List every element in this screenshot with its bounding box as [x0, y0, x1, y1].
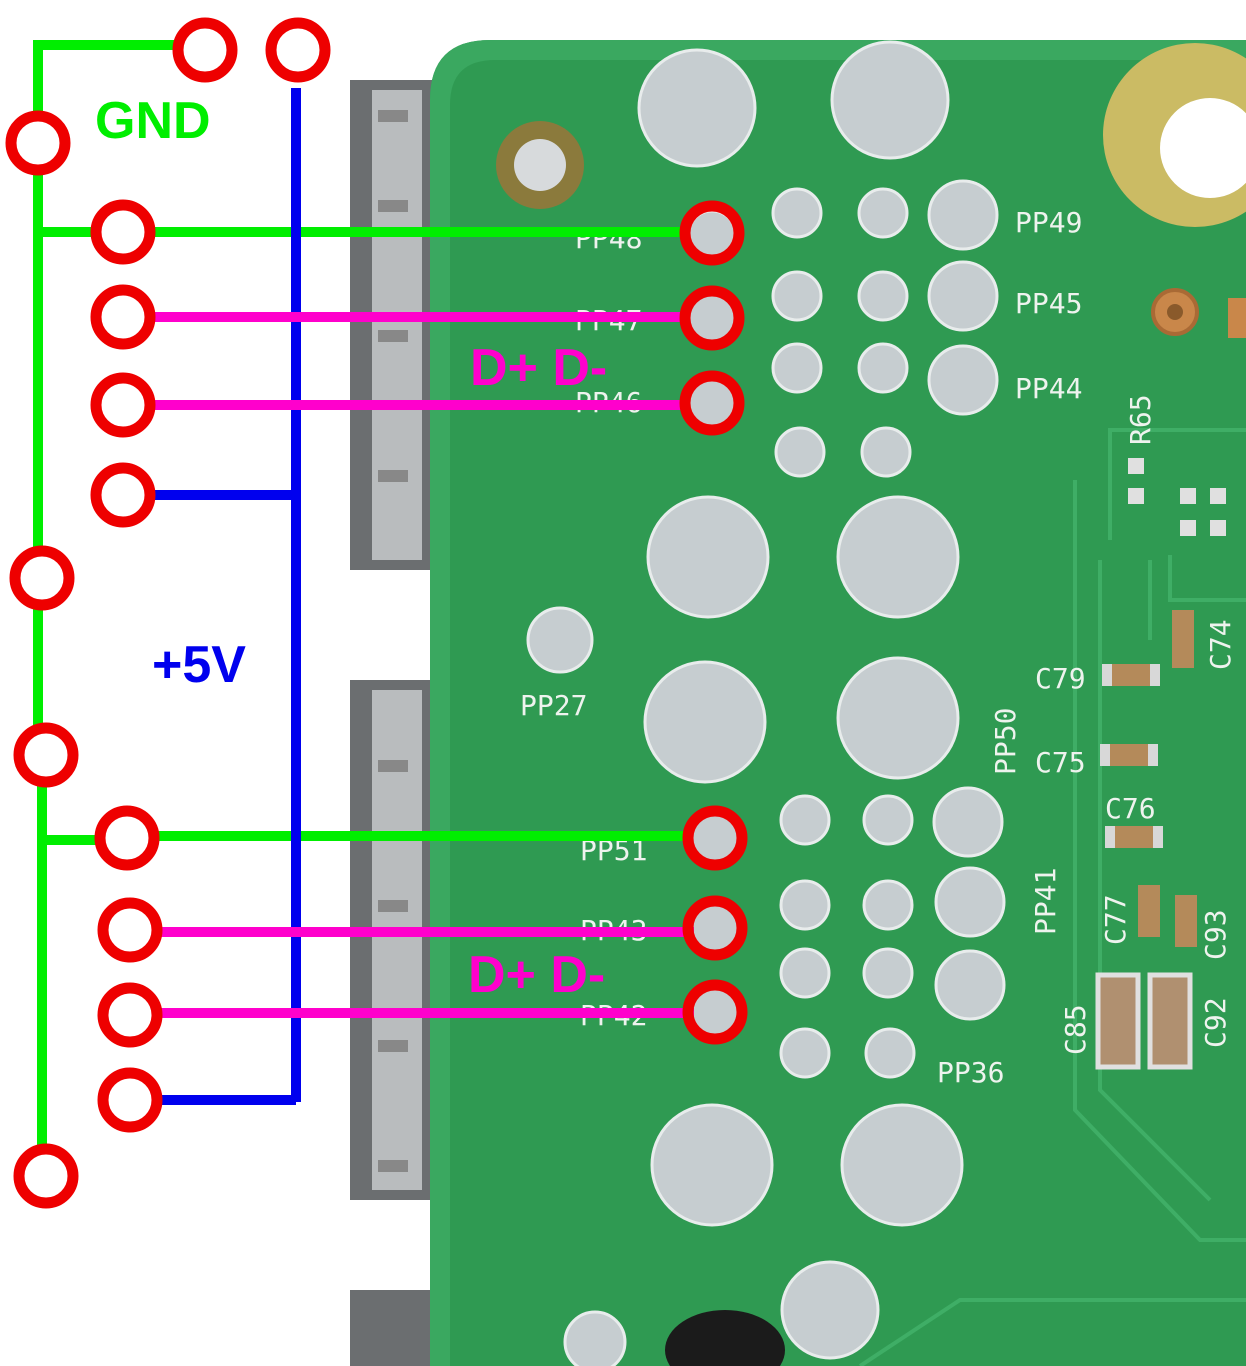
large-through-hole-pads [563, 40, 964, 1366]
header-pin-dplus-lower [97, 897, 163, 963]
pad-ring-pp47 [679, 285, 745, 351]
silk-pp36: PP36 [937, 1056, 1004, 1089]
silk-pp49: PP49 [1015, 206, 1082, 239]
data-pair-label-lower: D+ D- [468, 946, 605, 1004]
data-pair-label-upper: D+ D- [470, 339, 607, 397]
silk-pp48: PP48 [575, 222, 642, 255]
silk-r65: R65 [1124, 394, 1157, 445]
silk-c75: C75 [1035, 746, 1086, 779]
silk-pp27: PP27 [520, 689, 587, 722]
header-pin-gnd-upper [90, 199, 156, 265]
gnd-node-1 [5, 110, 71, 176]
pcb-traces [858, 428, 1246, 1366]
pad-ring-pp51 [682, 805, 748, 871]
header-pin-vcc-upper [90, 462, 156, 528]
silk-pp41: PP41 [1029, 868, 1062, 935]
silk-c85: C85 [1059, 1004, 1092, 1055]
data-lines [150, 312, 694, 1018]
connection-rings [5, 17, 748, 1209]
usb-connector-shells [350, 80, 440, 1366]
gnd-node-bottom [13, 1143, 79, 1209]
gnd-node-3 [13, 722, 79, 788]
pcb-board: PP48 PP47 PP46 PP49 PP45 PP44 R65 PP27 P… [350, 40, 1246, 1366]
mounting-hole [1103, 43, 1246, 227]
gnd-node-2 [9, 545, 75, 611]
vcc-bus [148, 88, 301, 1105]
header-pin-dminus-lower [97, 982, 163, 1048]
silk-c93: C93 [1199, 909, 1232, 960]
pad-ring-pp46 [679, 370, 745, 436]
gnd-terminal-top [172, 17, 238, 83]
header-pin-vcc-lower [97, 1067, 163, 1133]
silk-c77: C77 [1099, 894, 1132, 945]
testpoint-grid-upper [686, 179, 999, 478]
silk-pp45: PP45 [1015, 287, 1082, 320]
smd-components [1095, 298, 1246, 1070]
gnd-bus [33, 40, 692, 1148]
pad-ring-pp48 [679, 200, 745, 266]
silk-c79: C79 [1035, 662, 1086, 695]
silk-c92: C92 [1199, 997, 1232, 1048]
pad-ring-pp43 [682, 895, 748, 961]
silk-pp50: PP50 [989, 708, 1022, 775]
vcc-label: +5V [152, 636, 246, 694]
header-pin-dplus-upper [90, 284, 156, 350]
silk-pp44: PP44 [1015, 372, 1082, 405]
pad-ring-pp42 [682, 979, 748, 1045]
header-pin-gnd-lower [94, 805, 160, 871]
silk-c74: C74 [1204, 619, 1237, 670]
silk-c76: C76 [1105, 792, 1156, 825]
header-pin-dminus-upper [90, 372, 156, 438]
testpad-pp27 [526, 606, 594, 674]
vcc-terminal-top [265, 17, 331, 83]
gnd-label: GND [95, 92, 211, 150]
